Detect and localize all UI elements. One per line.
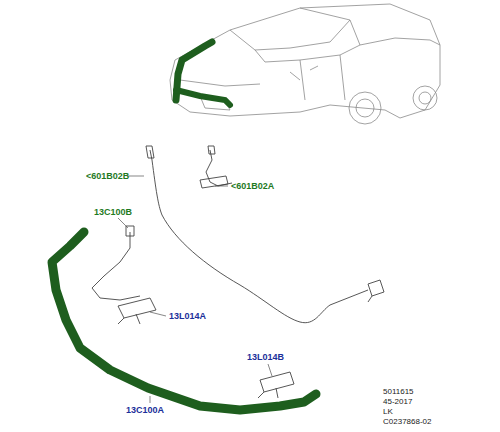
part-number: 13C100A [126, 405, 164, 415]
harness-highlight [176, 90, 230, 105]
drawing-reference: 5011615 [383, 387, 414, 396]
drawing-reference: LK [383, 407, 393, 416]
part-number: 13L014B [247, 352, 284, 362]
drawing-reference: C0237868-02 [383, 417, 431, 426]
part-number: <601B02A [231, 181, 274, 191]
washer-hoses [92, 146, 384, 398]
leader-lines [118, 176, 272, 403]
drawing-reference: 45-2017 [383, 397, 412, 406]
harness-highlight [52, 232, 316, 410]
part-number: 13C100B [94, 207, 132, 217]
part-number: <601B02B [86, 171, 129, 181]
vehicle-sketch [170, 4, 440, 124]
part-number: 13L014A [169, 311, 206, 321]
